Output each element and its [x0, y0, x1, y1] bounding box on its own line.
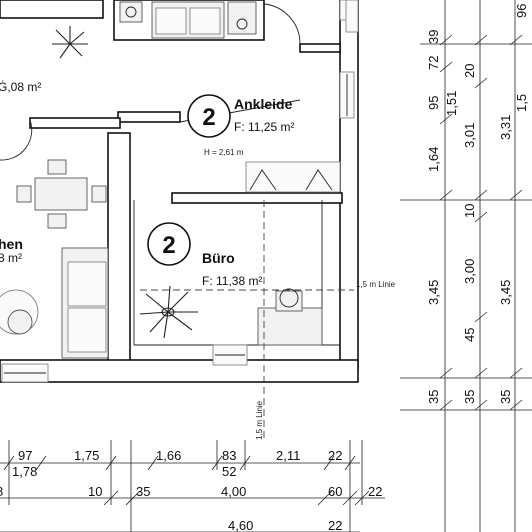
dims-bottom: 97 1,75 1,66 83 2,11 22 1,78 52 8 10 35 …: [0, 440, 385, 532]
room-labels: Ġ,08 m² hen 8 m² 2 Ankleide F: 11,25 m² …: [0, 80, 294, 288]
dim-b2-4: 60: [328, 484, 342, 499]
dim-r1-5: 35: [426, 390, 441, 404]
dim-r2-5: 45: [462, 328, 477, 342]
wall-ankleide-buero: [171, 192, 343, 204]
dim-r3-4: 35: [498, 390, 513, 404]
wall-ankleide-top: [117, 111, 181, 123]
sofa-kitchen: [61, 247, 109, 359]
round-rug: [0, 289, 39, 335]
room-number-ring-ankleide: [187, 94, 231, 138]
door-arc-top: [263, 3, 301, 45]
dim-b2-1: 10: [88, 484, 102, 499]
dim-r3-0: 96: [514, 4, 529, 18]
wall-top-left: [0, 0, 104, 19]
dim-r3-1: 1,5: [514, 94, 529, 112]
dim-b1-4: 2,11: [276, 448, 300, 463]
dim-r2-6: 35: [462, 390, 477, 404]
room-area-buero: F: 11,38 m²: [202, 274, 262, 288]
window-top-right-frame: [345, 0, 359, 33]
dim-b1-0: 97: [18, 448, 32, 463]
dim-r2-0: 20: [462, 64, 477, 78]
door-arc-left: [0, 119, 33, 161]
furniture: [0, 1, 341, 359]
room-area-ankleide: F: 11,25 m²: [234, 120, 294, 134]
dim-b2-2: 35: [136, 484, 150, 499]
dim-b1-2: 1,66: [156, 448, 181, 463]
kitchen-area: 8 m²: [0, 251, 22, 265]
dim-r1-4: 3,45: [426, 280, 441, 305]
dim-b1-5: 22: [328, 448, 342, 463]
dim-r2-1: 1,51: [444, 91, 459, 116]
room-name-buero: Büro: [202, 250, 235, 266]
dim-r1-0: 39: [426, 30, 441, 44]
dim-b1s-0: 1,78: [12, 464, 37, 479]
dining-table: [16, 159, 107, 229]
plant-buero: [139, 285, 198, 339]
room-name-ankleide: Ankleide: [234, 96, 293, 112]
dim-b2-0: 8: [0, 484, 3, 499]
dim-r2-3: 10: [462, 204, 477, 218]
label-1-5m-horizontal: 1,5 m Linie: [356, 280, 396, 289]
wall-right-stub: [299, 43, 341, 53]
dim-b2-3: 4,00: [221, 484, 246, 499]
room-number-buero: 2: [162, 232, 175, 259]
windows: [1, 0, 359, 383]
room-number-ankleide: 2: [202, 104, 215, 131]
doors: [0, 3, 301, 161]
dim-r3-3: 3,45: [498, 280, 513, 305]
kitchen-name: hen: [0, 236, 23, 252]
dim-b3-0: 4,60: [228, 518, 253, 532]
room-height-ankleide: H = 2,61 m: [204, 148, 244, 157]
sideboard-left: [119, 1, 143, 23]
shelf-ankleide: [245, 161, 341, 193]
dim-r1-3: 1,64: [426, 147, 441, 172]
dim-r2-4: 3,00: [462, 259, 477, 284]
dim-b1s-1: 52: [222, 464, 236, 479]
wall-vertical-middle: [107, 132, 131, 369]
dim-r2-2: 3,01: [462, 123, 477, 148]
dim-r1-1: 72: [426, 56, 441, 70]
plants: [52, 26, 198, 339]
desk-buero: [257, 288, 323, 346]
label-1-5m-vertical: 1,5 m Linie: [255, 400, 264, 440]
dim-b2-5: 22: [368, 484, 382, 499]
dim-r1-2: 95: [426, 96, 441, 110]
dim-b1-3: 83: [222, 448, 236, 463]
dim-r3-2: 3,31: [498, 115, 513, 140]
dim-b3-1: 22: [328, 518, 342, 532]
wall-right-exterior: [339, 0, 359, 371]
dim-b1-1: 1,75: [74, 448, 99, 463]
room-number-ring-buero: [147, 222, 191, 266]
wall-kitchen-top: [29, 117, 121, 129]
plant-top: [52, 26, 88, 59]
area-left-room: Ġ,08 m²: [0, 80, 41, 94]
wall-bottom-exterior: [0, 359, 359, 383]
dims-right: 39 72 95 1,64 3,45 35 20 1,51 3,01 10 3,…: [400, 0, 532, 532]
